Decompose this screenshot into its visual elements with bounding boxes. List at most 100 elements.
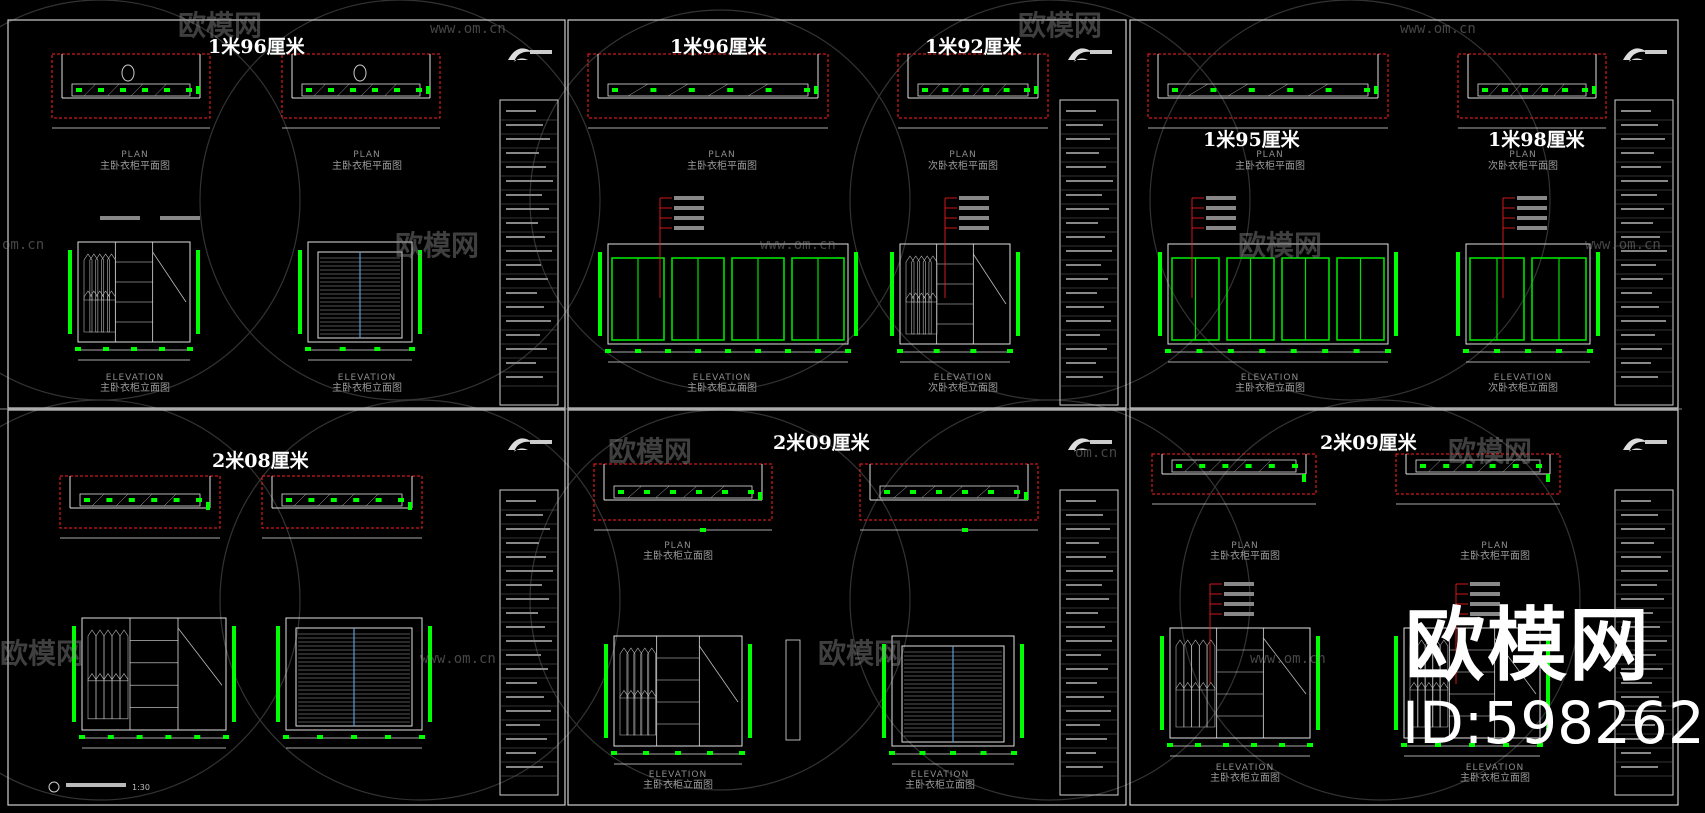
dim-text xyxy=(100,216,140,220)
dimension-marker xyxy=(418,250,422,334)
dimension-marker xyxy=(131,347,137,351)
title-block-text xyxy=(1066,376,1103,378)
dimension-marker xyxy=(1394,252,1398,336)
elevation-title: 次卧衣柜立面图 xyxy=(1488,383,1558,394)
elevation-title: 主卧衣柜立面图 xyxy=(332,383,402,394)
wardrobe-elevation xyxy=(1403,627,1541,739)
wardrobe-plan-hatch xyxy=(1477,459,1491,473)
title-block-text xyxy=(1621,348,1662,350)
title-block-text xyxy=(506,236,545,238)
dimension-marker xyxy=(1463,349,1469,353)
hanging-garment xyxy=(928,292,938,335)
dimension-marker xyxy=(1016,252,1020,336)
title-block-text xyxy=(1066,152,1099,154)
title-block-text xyxy=(506,306,544,308)
dimension-marker xyxy=(650,88,657,92)
title-block-text xyxy=(506,362,536,364)
plan-label: PLAN xyxy=(1231,541,1259,551)
elevation-label: ELEVATION xyxy=(1465,763,1525,773)
title-block-text xyxy=(1066,738,1107,740)
watermark-brand: 欧模网 xyxy=(178,9,263,42)
dimension-marker xyxy=(1011,751,1017,755)
title-block-text xyxy=(1066,320,1111,322)
wardrobe-elevation xyxy=(607,243,849,345)
title-block-text xyxy=(1066,236,1105,238)
dimension-marker xyxy=(1290,349,1297,353)
title-block-text xyxy=(1621,598,1664,600)
title-block-text xyxy=(506,598,549,600)
title-block-text xyxy=(1066,208,1109,210)
title-block-text xyxy=(506,556,546,558)
dimension-marker xyxy=(605,349,611,353)
leader-text xyxy=(1517,226,1547,230)
wardrobe-plan-hatch xyxy=(707,83,729,97)
dimension-marker xyxy=(1176,464,1182,468)
dimension-marker xyxy=(980,751,987,755)
wardrobe-plan-hatch xyxy=(384,83,397,97)
title-block-text xyxy=(1621,696,1659,698)
elevation-label: ELEVATION xyxy=(337,373,397,383)
dimension-marker xyxy=(1316,636,1320,730)
title-block-text xyxy=(1621,334,1655,336)
wardrobe-elevation xyxy=(77,241,191,343)
wardrobe-plan-hatch xyxy=(313,83,326,97)
wardrobe-elevation xyxy=(891,635,1015,747)
dimension-marker xyxy=(815,349,821,353)
hanging-garment xyxy=(647,647,657,699)
elevation-label: ELEVATION xyxy=(910,770,970,780)
leader-text xyxy=(1517,196,1547,200)
title-block-text xyxy=(1066,570,1113,572)
company-logo xyxy=(508,48,532,62)
dimension-marker xyxy=(988,490,994,494)
elevation-title: 主卧衣柜立面图 xyxy=(905,780,975,791)
dimension-marker xyxy=(106,498,113,502)
dimension-marker xyxy=(700,528,706,532)
hanging-garment xyxy=(1175,681,1185,728)
hanging-garment xyxy=(83,290,93,333)
dimension-marker xyxy=(419,735,425,739)
watermark-brand: 欧模网 xyxy=(0,637,85,670)
title-block-text xyxy=(1066,194,1102,196)
leader-text xyxy=(1517,216,1547,220)
plan-section-box xyxy=(1457,53,1607,119)
title-block-text xyxy=(1066,264,1101,266)
dimension-marker xyxy=(194,735,201,739)
hanging-garment xyxy=(647,689,657,736)
dimension-marker xyxy=(372,88,378,92)
hanging-garment xyxy=(619,647,629,699)
leader-text xyxy=(1206,216,1236,220)
title-block-text xyxy=(506,180,553,182)
wardrobe-plan-hatch xyxy=(341,493,355,507)
dimension-marker xyxy=(722,490,728,494)
dimension-marker xyxy=(164,88,170,92)
hanging-garment xyxy=(89,290,99,333)
title-block-text xyxy=(1621,222,1653,224)
title-block-text xyxy=(506,752,536,754)
wardrobe-plan-hatch xyxy=(139,493,153,507)
title-block xyxy=(1059,99,1119,406)
dimension-marker xyxy=(1034,86,1038,94)
title-block-text xyxy=(1621,612,1653,614)
plan-label: PLAN xyxy=(1481,541,1509,551)
dimension-marker xyxy=(950,751,956,755)
title-block-text xyxy=(1621,570,1668,572)
wardrobe-plan-hatch xyxy=(154,83,167,97)
plan-label: PLAN xyxy=(664,541,692,551)
title-block-text xyxy=(1621,124,1658,126)
dimension-annotation: 1米98厘米 xyxy=(1488,129,1585,151)
watermark-url: om.cn xyxy=(2,237,45,253)
dimension-marker xyxy=(1158,252,1162,336)
title-block-text xyxy=(1621,668,1663,670)
dimension-marker xyxy=(1353,349,1360,353)
dimension-marker xyxy=(962,490,968,494)
watermark-circle xyxy=(0,399,301,801)
title-block xyxy=(1614,489,1674,796)
dimension-marker xyxy=(1489,464,1496,468)
leader-text xyxy=(959,226,989,230)
dimension-marker xyxy=(612,88,618,92)
dimension-marker xyxy=(1456,252,1460,336)
dimension-marker xyxy=(136,735,143,739)
dimension-marker xyxy=(375,498,382,502)
title-block-text xyxy=(1621,738,1662,740)
